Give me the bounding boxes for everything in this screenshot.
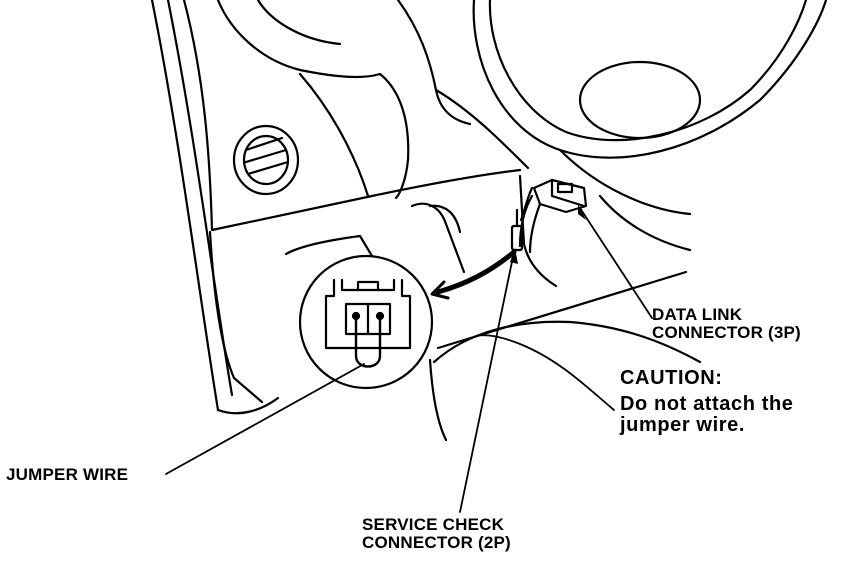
leader-lines (165, 207, 653, 513)
leader-caution (475, 334, 615, 411)
steering-column (284, 174, 558, 288)
dash-panel (150, 0, 530, 415)
leader-data-link (579, 207, 653, 319)
steering-wheel (472, 0, 828, 252)
data-link-label-line1: DATA LINK (652, 305, 743, 324)
data-link-label-line2: CONNECTOR (3P) (652, 323, 801, 343)
leader-service-check (459, 251, 515, 513)
service-check-label-line1: SERVICE CHECK (362, 515, 505, 534)
magnify-arrow (430, 249, 517, 300)
jumper-wire-label: JUMPER WIRE (6, 465, 129, 484)
caution-line2: jumper wire. (620, 414, 746, 437)
service-check-connector-2p (510, 186, 534, 252)
air-vent (232, 124, 300, 196)
service-check-label-line2: CONNECTOR (2P) (362, 533, 511, 553)
leader-arrowheads (510, 204, 586, 264)
data-link-connector-3p (518, 178, 588, 254)
caution-title: CAUTION: (620, 367, 723, 389)
caution-line1: Do not attach the (620, 392, 794, 415)
service-check-connector-label: SERVICE CHECK CONNECTOR (2P) (362, 515, 511, 553)
caution-note: CAUTION: Do not attach the jumper wire. (620, 367, 794, 437)
magnified-view (298, 254, 434, 390)
leader-jumper-wire (165, 363, 365, 475)
data-link-connector-label: DATA LINK CONNECTOR (3P) (652, 305, 801, 343)
